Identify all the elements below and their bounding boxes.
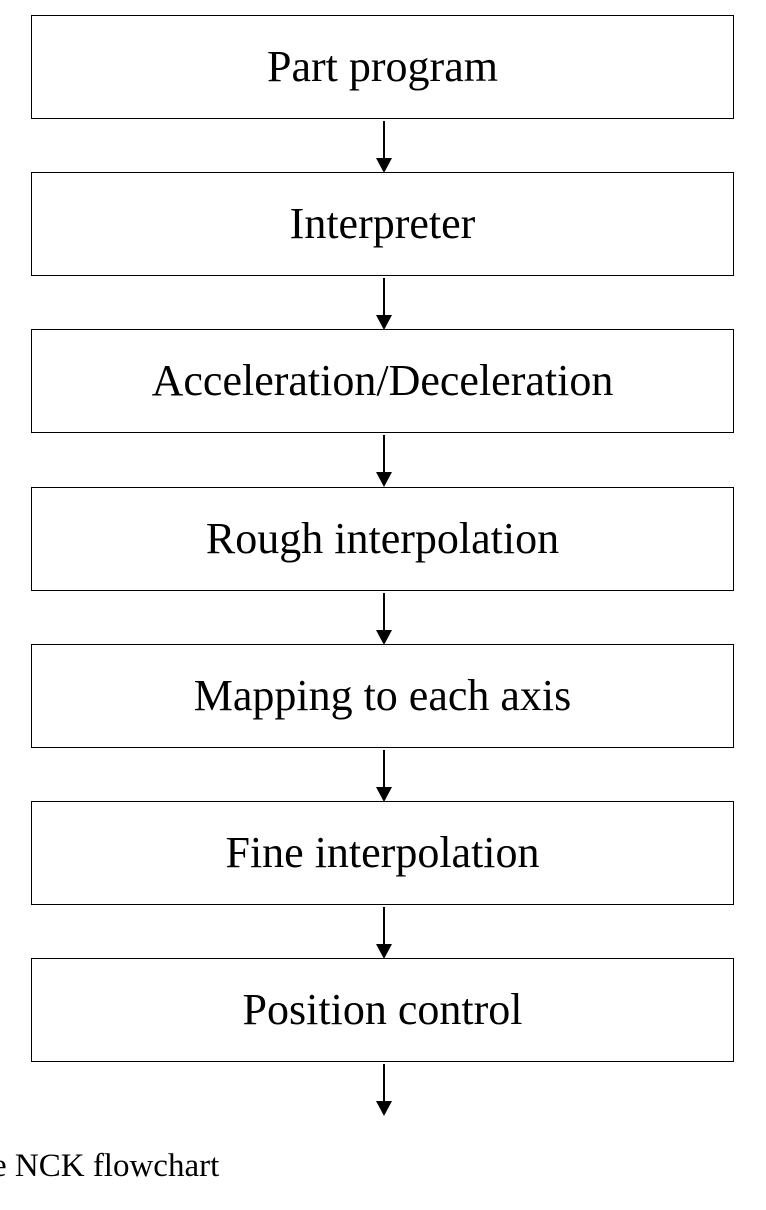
flow-arrow [376, 750, 392, 802]
step-box-interpreter: Interpreter [31, 172, 734, 276]
step-label: Part program [267, 42, 498, 91]
step-label: Fine interpolation [225, 828, 540, 877]
figure-caption: e NCK flowchart [0, 1148, 220, 1184]
flow-arrow-output [376, 1064, 392, 1116]
step-box-rough-interpolation: Rough interpolation [31, 487, 734, 591]
step-label: Rough interpolation [205, 514, 560, 563]
flow-arrow [376, 121, 392, 173]
step-box-acceleration-deceleration: Acceleration/Deceleration [31, 329, 734, 433]
flow-arrow [376, 278, 392, 330]
flow-arrow [376, 907, 392, 959]
step-box-position-control: Position control [31, 958, 734, 1062]
step-label: Acceleration/Deceleration [151, 356, 614, 405]
step-label: Position control [242, 985, 523, 1034]
step-box-mapping-to-each-axis: Mapping to each axis [31, 644, 734, 748]
flow-arrow [376, 593, 392, 645]
step-label: Mapping to each axis [193, 671, 572, 720]
step-label: Interpreter [289, 199, 476, 248]
step-box-fine-interpolation: Fine interpolation [31, 801, 734, 905]
flow-arrow [376, 435, 392, 487]
step-box-part-program: Part program [31, 15, 734, 119]
